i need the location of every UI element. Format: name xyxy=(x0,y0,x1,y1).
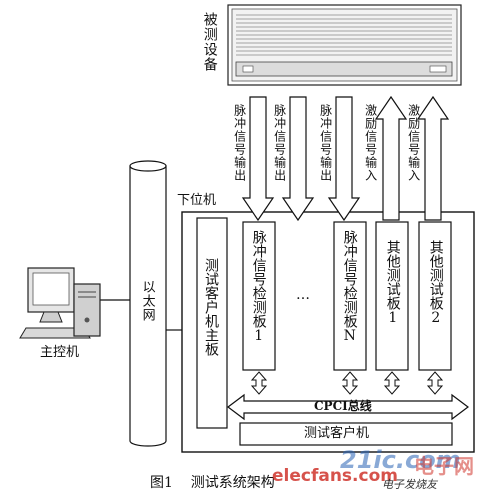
signal-arrows xyxy=(241,95,450,222)
main-board-box xyxy=(196,217,228,429)
arrow-pulse-2 xyxy=(281,96,315,222)
other-board-1-box xyxy=(375,221,409,371)
ethernet-cylinder xyxy=(129,160,167,447)
pulse-board-n-box xyxy=(333,221,367,371)
watermark-cn: 电子发烧友 xyxy=(382,478,437,491)
pulse-board-1-label: 脉冲信号检测板1 xyxy=(250,230,267,344)
pulse-board-n-label: 脉冲信号检测板N xyxy=(341,230,358,344)
lower-machine-label: 下位机 xyxy=(177,193,217,208)
ethernet-label: 以太网 xyxy=(139,280,155,322)
board-ellipsis: … xyxy=(296,287,310,303)
arrow-label-pulse-2: 脉冲信号输出 xyxy=(272,104,287,182)
other-board-2-box xyxy=(418,221,452,371)
arrow-label-pulse-3: 脉冲信号输出 xyxy=(318,104,333,182)
watermark-site: elecfans.com xyxy=(272,466,398,486)
arrow-label-pulse-1: 脉冲信号输出 xyxy=(232,104,247,182)
watermark-brand: 21ic.com xyxy=(340,446,461,474)
cpci-bus-label: CPCI总线 xyxy=(314,399,372,413)
other-board-2-label: 其他测试板2 xyxy=(427,240,444,326)
host-computer xyxy=(19,267,101,339)
arrow-stim-2 xyxy=(416,95,450,221)
arrow-pulse-1 xyxy=(241,96,275,222)
other-board-1-label: 其他测试板1 xyxy=(384,240,401,326)
lower-machine-box xyxy=(181,211,475,453)
pulse-board-1-box xyxy=(242,221,276,371)
host-label: 主控机 xyxy=(40,345,80,360)
figure-caption: 图1 测试系统架构 xyxy=(150,475,275,491)
device-label: 被测设备 xyxy=(201,12,218,72)
main-board-label: 测试客户机主板 xyxy=(203,258,219,356)
client-box xyxy=(239,422,453,446)
arrow-stim-1 xyxy=(374,95,408,221)
watermark-brand-cn: 电子网 xyxy=(414,454,474,478)
cpci-bus-arrow xyxy=(227,393,469,421)
board-bus-arrows xyxy=(250,371,444,395)
arrow-label-stim-2: 激励信号输入 xyxy=(406,104,421,182)
arrow-pulse-3 xyxy=(327,96,361,222)
client-label: 测试客户机 xyxy=(304,426,370,441)
arrow-label-stim-1: 激励信号输入 xyxy=(363,104,378,182)
device-rack xyxy=(227,4,462,86)
